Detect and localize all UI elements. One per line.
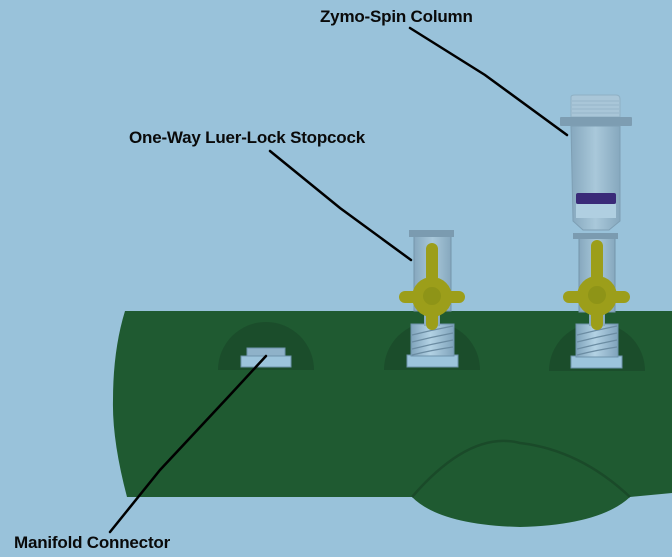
label-stopcock: One-Way Luer-Lock Stopcock (129, 128, 365, 147)
column-resin (576, 193, 616, 204)
leader-line-zymo (408, 26, 569, 137)
leader-lines (108, 26, 569, 534)
thread-lines (411, 325, 454, 356)
stopcock-handle-2[interactable] (563, 240, 630, 330)
cap-threads (572, 100, 619, 114)
zymo-spin-column[interactable] (560, 94, 632, 231)
leader-line-stopcock (268, 149, 413, 262)
stopcock-handle-1[interactable] (399, 243, 465, 330)
thread-lines (576, 325, 618, 356)
label-manifold-connector: Manifold Connector (14, 533, 170, 552)
stopcock-assembly-2[interactable] (563, 233, 630, 369)
label-zymo-spin-column: Zymo-Spin Column (320, 7, 473, 26)
stopcock-assembly-1[interactable] (399, 230, 465, 368)
leader-line-manifold (108, 354, 268, 534)
